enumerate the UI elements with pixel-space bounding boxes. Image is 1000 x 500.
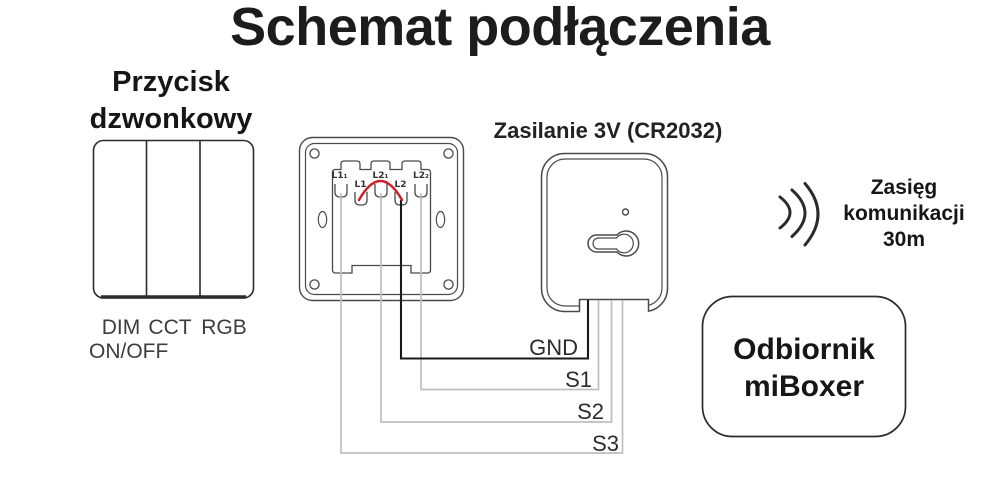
range-line1: Zasięg	[870, 176, 938, 199]
transmitter-device-drawing	[540, 152, 669, 313]
doorbell-switch-drawing	[92, 139, 255, 299]
button-label-onoff: ON/OFF	[89, 340, 169, 363]
device-outer	[540, 152, 669, 313]
led-dot	[621, 208, 630, 216]
terminal-label-l2-2: L2₂	[413, 171, 429, 181]
terminal-label-l2: L2	[394, 180, 407, 190]
range-line3: 30m	[882, 228, 926, 251]
signal-waves-icon	[778, 182, 820, 247]
doorbell-switch-label: Przycisk dzwonkowy	[58, 64, 284, 138]
button-label-rgb: RGB	[201, 316, 247, 339]
wire-s1	[420, 193, 600, 391]
pairing-slot-outer	[587, 230, 640, 257]
wire-label-gnd: GND	[529, 335, 578, 360]
terminal-label-l1-1: L1₁	[331, 171, 348, 181]
receiver-line2: miBoxer	[743, 370, 865, 403]
wave-small	[778, 195, 792, 230]
range-line2: komunikacji	[843, 202, 965, 225]
switch-module-outline	[331, 160, 432, 274]
screw-hole-tl	[309, 148, 320, 159]
page-title: Schemat podłączenia	[230, 0, 770, 57]
doorbell-label-line2: dzwonkowy	[89, 103, 253, 135]
mount-slot-left	[317, 210, 328, 229]
wires	[340, 179, 624, 454]
button-label-dim: DIM	[101, 316, 141, 339]
receiver-label: Odbiornik miBoxer	[702, 331, 906, 405]
device-wire-notch	[578, 298, 650, 312]
wire-s2	[380, 193, 613, 423]
wire-label-s2: S2	[577, 399, 604, 424]
wire-label-s1: S1	[565, 367, 592, 392]
mount-slot-right	[435, 210, 446, 229]
terminal-label-l1: L1	[354, 180, 367, 190]
device-notch-mask	[580, 295, 648, 313]
wire-label-s3: S3	[592, 431, 619, 456]
receiver-line1: Odbiornik	[733, 333, 875, 366]
doorbell-label-line1: Przycisk	[112, 66, 230, 98]
terminal-label-l2-1: L2₁	[372, 171, 389, 181]
screw-hole-br	[443, 279, 454, 290]
wire-s3	[340, 193, 624, 454]
wave-large	[803, 182, 820, 247]
wave-medium	[790, 188, 807, 238]
terminal-l1	[354, 192, 368, 206]
pairing-slot-inner	[592, 233, 634, 254]
screw-hole-bl	[309, 279, 320, 290]
screw-hole-tr	[443, 148, 454, 159]
switch-body	[92, 139, 255, 299]
jumper-wire	[357, 179, 404, 202]
wire-gnd	[399, 200, 590, 360]
receiver-box	[701, 295, 907, 438]
power-supply-label: Zasilanie 3V (CR2032)	[493, 118, 723, 143]
button-label-cct: CCT	[148, 316, 192, 339]
communication-range-label: Zasięg komunikacji 30m	[819, 175, 989, 253]
